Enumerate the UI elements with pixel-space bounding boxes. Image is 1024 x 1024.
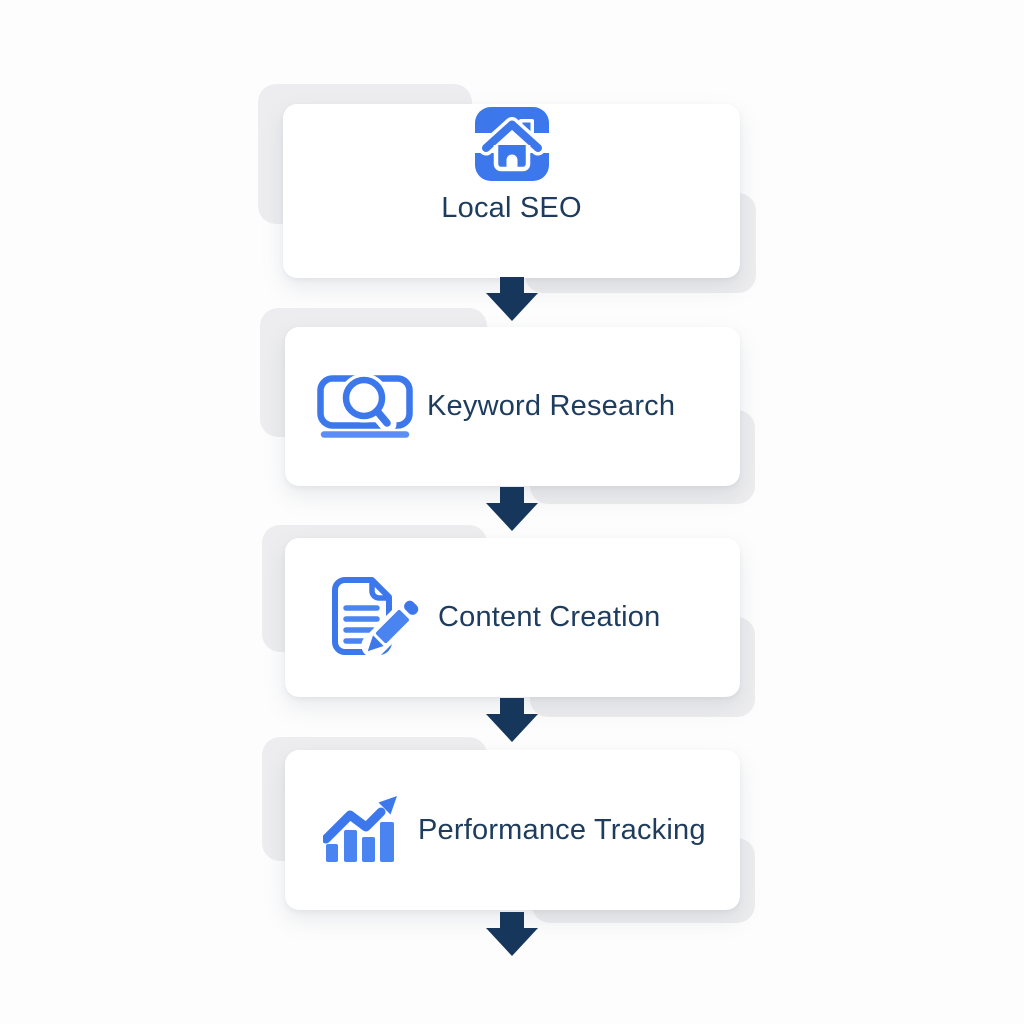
down-arrow-icon [486, 487, 538, 531]
step-label: Content Creation [438, 601, 661, 633]
step-label: Keyword Research [427, 390, 676, 422]
step-card-content-creation: Content Creation [285, 538, 740, 697]
document-edit-icon [329, 576, 421, 660]
step-label: Local SEO [441, 192, 582, 224]
home-icon [474, 107, 549, 181]
step-card-keyword-research: Keyword Research [285, 327, 740, 486]
down-arrow-icon [486, 698, 538, 742]
step-card-local-seo: Local SEO [283, 104, 740, 278]
down-arrow-icon [486, 277, 538, 321]
laptop-search-icon [317, 374, 413, 439]
bar-chart-trend-icon [323, 794, 403, 866]
step-label: Performance Tracking [418, 813, 706, 846]
step-card-performance-tracking: Performance Tracking [285, 750, 740, 910]
down-arrow-icon [486, 912, 538, 956]
